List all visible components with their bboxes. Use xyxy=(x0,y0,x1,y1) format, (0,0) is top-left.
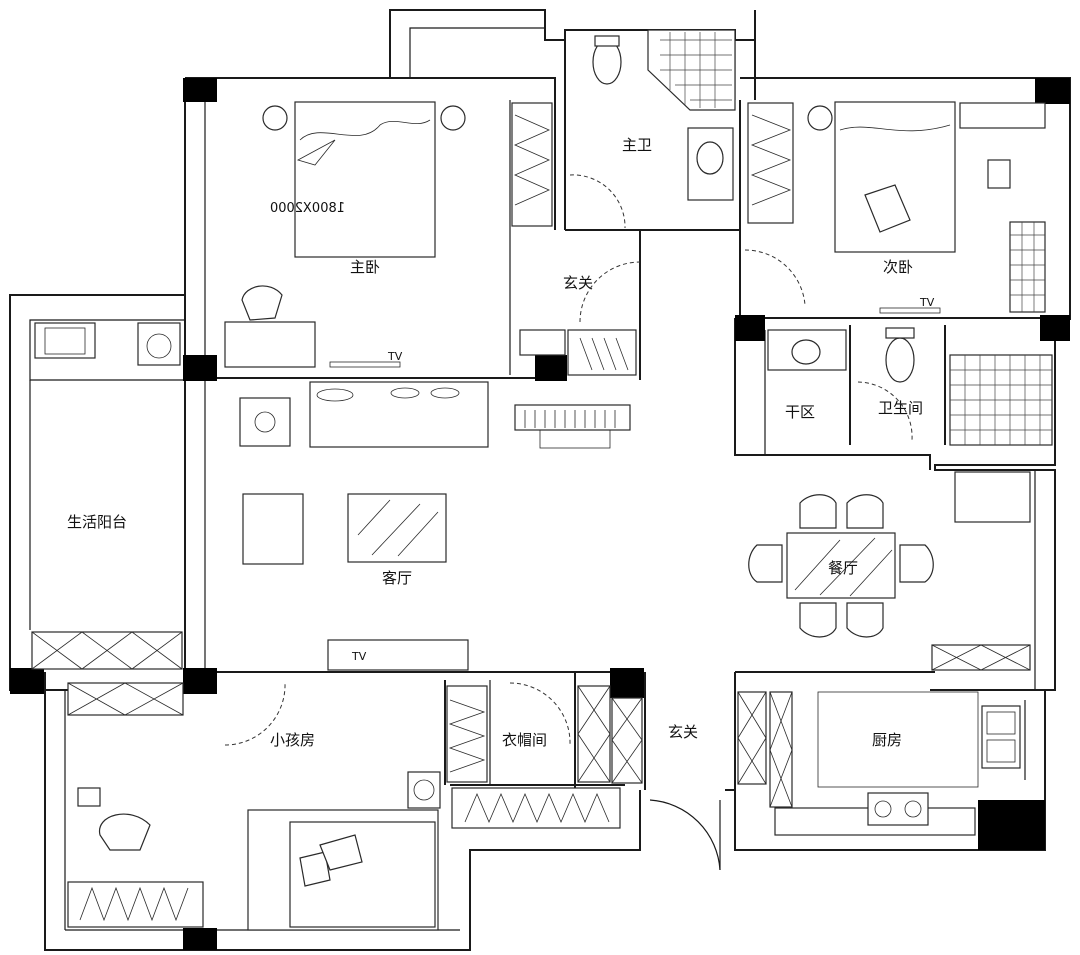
fridge-cabinet xyxy=(737,691,767,785)
dining-room-label: 餐厅 xyxy=(828,559,858,577)
entry-top: 玄关 xyxy=(514,261,641,449)
cloak-rack-bottom xyxy=(451,787,621,829)
door-kids-room xyxy=(224,682,286,746)
desk-second xyxy=(1009,221,1046,313)
bed-second xyxy=(834,101,956,253)
interior-walls xyxy=(205,40,1070,790)
bathroom-label: 卫生间 xyxy=(878,399,923,417)
chair-kids xyxy=(99,813,151,851)
door-bathroom xyxy=(857,381,913,441)
utility-balcony-label: 生活阳台 xyxy=(67,513,127,531)
door-master-bath xyxy=(569,174,626,229)
shoe-cabinet-bottom xyxy=(611,697,643,784)
door-cloakroom xyxy=(509,682,571,746)
dining-room: 餐厅 xyxy=(748,471,1031,671)
entry-top-label: 玄关 xyxy=(563,274,593,292)
sideboard xyxy=(954,471,1031,523)
dining-table xyxy=(786,532,896,599)
nightstand-lamp-right xyxy=(440,105,466,131)
side-table xyxy=(239,397,291,447)
wardrobe-kids xyxy=(67,881,204,928)
entry-bottom-label: 玄关 xyxy=(668,723,698,741)
nightstand-lamp-left xyxy=(262,105,288,131)
second-bedroom-label: 次卧 xyxy=(883,258,913,276)
kids-room: 小孩房 xyxy=(67,682,441,931)
armchair xyxy=(242,493,304,565)
bed-size-label: 1800X2000 xyxy=(270,201,345,216)
tv-label-second: TV xyxy=(919,296,935,309)
cloakroom-label: 衣帽间 xyxy=(502,731,547,749)
kitchen-island xyxy=(817,691,979,788)
utility-balcony: 生活阳台 xyxy=(31,322,183,670)
master-bedroom: 1800X2000 主卧 TV xyxy=(224,101,553,368)
sofa xyxy=(309,381,489,448)
cloakroom: 衣帽间 xyxy=(446,682,621,829)
toilet-bathroom xyxy=(885,337,915,383)
piano xyxy=(514,404,631,431)
second-bedroom: 次卧 TV xyxy=(744,101,1046,314)
bathroom-cluster: 干区 卫生间 xyxy=(767,327,1053,446)
kids-room-label: 小孩房 xyxy=(270,731,315,749)
shelf-kids-top xyxy=(67,682,184,716)
master-bath: 主卫 xyxy=(569,29,736,229)
nightstand-second xyxy=(807,105,833,131)
kitchen: 厨房 xyxy=(737,691,1021,836)
washing-machine xyxy=(137,322,181,366)
tv-label-living: TV xyxy=(351,650,367,663)
chair-master xyxy=(241,285,283,321)
door-second-bedroom xyxy=(744,249,806,306)
living-room: 客厅 TV xyxy=(239,381,489,671)
double-bed xyxy=(294,101,436,258)
tv-label-master: TV xyxy=(387,350,403,363)
shoe-cabinet-top xyxy=(567,329,637,376)
kitchen-label: 厨房 xyxy=(872,731,902,749)
wardrobe-second xyxy=(747,102,794,224)
dining-cabinet xyxy=(931,644,1031,671)
front-door-swing xyxy=(649,799,721,871)
desk-master xyxy=(224,321,316,368)
master-bath-label: 主卫 xyxy=(622,136,652,154)
dry-zone-label: 干区 xyxy=(785,403,815,421)
door-entry-top xyxy=(579,261,641,323)
cloak-rack-left xyxy=(446,685,488,783)
living-room-label: 客厅 xyxy=(382,569,412,587)
tv-cabinet-living xyxy=(327,639,469,671)
entry-bottom: 玄关 xyxy=(611,697,721,871)
structural-pillars xyxy=(10,78,1070,950)
wardrobe-master xyxy=(511,102,553,227)
kitchen-sink xyxy=(981,705,1021,769)
tv-unit-master xyxy=(329,361,401,368)
master-bedroom-label: 主卧 xyxy=(350,258,380,276)
stove xyxy=(867,792,929,826)
